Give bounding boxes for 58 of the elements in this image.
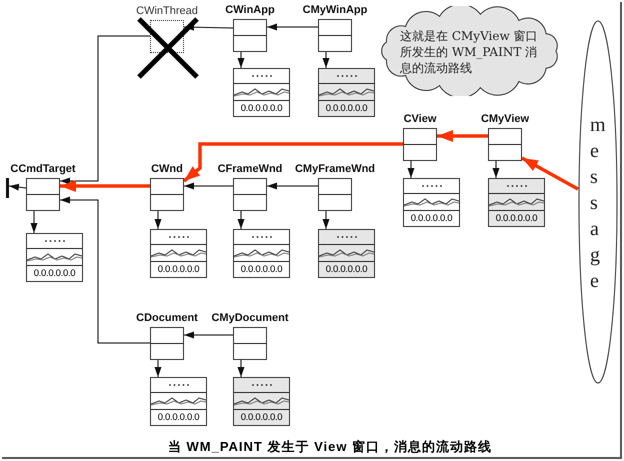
arrow <box>238 210 244 230</box>
values-text: 0.0.0.0.0.0 <box>32 267 76 281</box>
arrow <box>521 156 579 191</box>
data-block <box>488 178 545 227</box>
arrow <box>60 180 150 192</box>
data-block <box>233 229 290 278</box>
values-text: 0.0.0.0.0.0 <box>324 263 368 277</box>
class-name: CDocument <box>135 311 199 325</box>
arrow <box>184 24 234 31</box>
arrow <box>238 52 244 68</box>
values-text: 0.0.0.0.0.0 <box>240 102 284 116</box>
data-block <box>318 229 375 278</box>
arrow <box>8 184 26 191</box>
vertical-text: message <box>590 113 606 294</box>
arrow <box>322 52 330 68</box>
class-name: CCmdTarget <box>9 162 77 176</box>
values-text: 0.0.0.0.0.0 <box>410 212 454 226</box>
data-block <box>150 229 207 278</box>
class-name: CWnd <box>150 162 184 176</box>
arrow <box>30 210 38 234</box>
values-text: 0.0.0.0.0.0 <box>156 263 200 277</box>
arrow <box>266 24 318 30</box>
data-block <box>26 233 83 282</box>
note-text: 这就是在 CMyView 窗口所发生的 WM_PAINT 消息的流动路线 <box>400 28 539 76</box>
data-block <box>233 377 290 426</box>
arrow <box>492 160 500 178</box>
class-name: CMyFrameWnd <box>294 162 376 176</box>
caption: 当 WM_PAINT 发生于 View 窗口，消息的流动路线 <box>166 438 494 456</box>
arrow <box>322 210 330 230</box>
arrow <box>184 182 234 190</box>
arrow <box>266 182 318 190</box>
data-block <box>318 68 375 117</box>
arrow <box>154 210 162 230</box>
values-text: 0.0.0.0.0.0 <box>240 263 284 277</box>
class-name: CWinThread <box>135 4 199 18</box>
arrow <box>60 196 150 344</box>
values-text: 0.0.0.0.0.0 <box>494 212 538 226</box>
class-name: CMyView <box>480 112 530 126</box>
arrow <box>60 36 150 184</box>
values-text: 0.0.0.0.0.0 <box>324 102 368 116</box>
class-name: CView <box>402 112 438 126</box>
values-text: 0.0.0.0.0.0 <box>240 411 284 425</box>
data-block <box>233 68 290 117</box>
arrow <box>184 332 234 338</box>
class-name: CWinApp <box>224 3 276 17</box>
class-name: CFrameWnd <box>216 162 284 176</box>
values-text: 0.0.0.0.0.0 <box>156 411 200 425</box>
arrow <box>238 360 244 378</box>
arrow <box>408 160 414 178</box>
message-ellipse <box>578 20 618 384</box>
arrow <box>182 142 403 182</box>
class-name: CMyWinApp <box>302 3 368 17</box>
data-block <box>150 377 207 426</box>
arrow <box>154 360 162 378</box>
arrow <box>437 130 488 142</box>
terminal-bar <box>6 178 9 198</box>
data-block <box>403 178 460 227</box>
class-name: CMyDocument <box>210 311 290 325</box>
